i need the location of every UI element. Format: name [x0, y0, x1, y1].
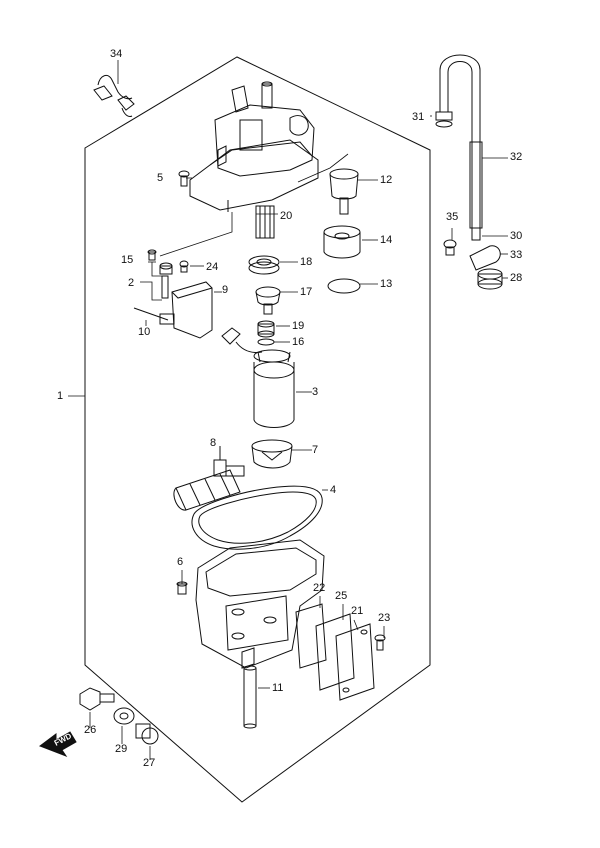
callout-2: 2 [128, 277, 135, 289]
callout-19: 19 [292, 320, 305, 332]
part-27-collar [135, 723, 159, 745]
callout-22: 22 [313, 582, 326, 594]
callout-26: 26 [84, 724, 97, 736]
callout-5: 5 [157, 172, 164, 184]
callout-9: 9 [222, 284, 229, 296]
part-9-sensor-cover [171, 281, 213, 339]
callout-28: 28 [510, 272, 523, 284]
part-30-fitting [471, 227, 481, 241]
part-24-bolt [179, 260, 189, 273]
callout-7: 7 [312, 444, 319, 456]
callout-35: 35 [446, 211, 459, 223]
callout-6: 6 [177, 556, 184, 568]
part-18-seal [248, 255, 280, 275]
part-29-spacer [113, 707, 135, 725]
callout-31: 31 [412, 111, 425, 123]
part-11-pipe [243, 665, 257, 729]
part-35-bolt [443, 239, 457, 256]
leader-lines [68, 60, 508, 760]
callout-13: 13 [380, 278, 393, 290]
part-4-gasket [191, 485, 323, 550]
part-pump-top-cover [189, 81, 319, 212]
part-34-harness-clip [93, 74, 135, 117]
callout-15: 15 [121, 254, 134, 266]
callout-10: 10 [138, 326, 151, 338]
part-22-gasket [295, 603, 327, 669]
part-28-grommet [477, 268, 503, 290]
callout-1: 1 [57, 390, 64, 402]
part-13-o-ring [327, 278, 361, 294]
callout-17: 17 [300, 286, 313, 298]
part-7-retainer [251, 439, 293, 469]
part-10-connector [133, 307, 175, 325]
part-1-vapor-separator-body [195, 539, 325, 669]
callout-20: 20 [280, 210, 293, 222]
callout-8: 8 [210, 437, 217, 449]
callout-14: 14 [380, 234, 393, 246]
fwd-arrow-icon [38, 731, 77, 758]
callout-34: 34 [110, 48, 123, 60]
part-grommet-small [159, 262, 173, 275]
part-16-o-ring [257, 338, 275, 346]
part-32-hose [439, 54, 483, 236]
part-21-cover-plate [335, 623, 375, 701]
callout-16: 16 [292, 336, 305, 348]
callout-4: 4 [330, 484, 337, 496]
callout-23: 23 [378, 612, 391, 624]
part-20-filter [255, 205, 275, 239]
part-8-strainer [173, 446, 245, 511]
part-31-clip [435, 111, 453, 128]
part-12-pressure-regulator [329, 168, 359, 215]
callout-29: 29 [115, 743, 128, 755]
callout-12: 12 [380, 174, 393, 186]
part-26-bolt [79, 687, 115, 711]
callout-27: 27 [143, 757, 156, 769]
part-23-screw [374, 634, 386, 651]
part-5-screw [178, 170, 190, 187]
part-14-regulator-housing [323, 225, 361, 259]
part-3-fuel-pump [221, 327, 295, 428]
callout-18: 18 [300, 256, 313, 268]
part-17-bracket [255, 286, 281, 315]
assembly-outline [84, 56, 431, 803]
plate-hole [342, 687, 350, 693]
callout-21: 21 [351, 605, 364, 617]
part-15-bolt [147, 249, 157, 261]
callout-11: 11 [272, 682, 284, 694]
part-33-clamp [469, 245, 501, 271]
callout-33: 33 [510, 249, 523, 261]
plate-hole [360, 629, 368, 635]
callout-32: 32 [510, 151, 523, 163]
part-19-grommet [257, 320, 275, 338]
callout-25: 25 [335, 590, 348, 602]
part-2-pin [161, 275, 169, 299]
callout-24: 24 [206, 261, 219, 273]
callout-3: 3 [312, 386, 319, 398]
part-25-diaphragm [315, 613, 355, 691]
callout-30: 30 [510, 230, 523, 242]
